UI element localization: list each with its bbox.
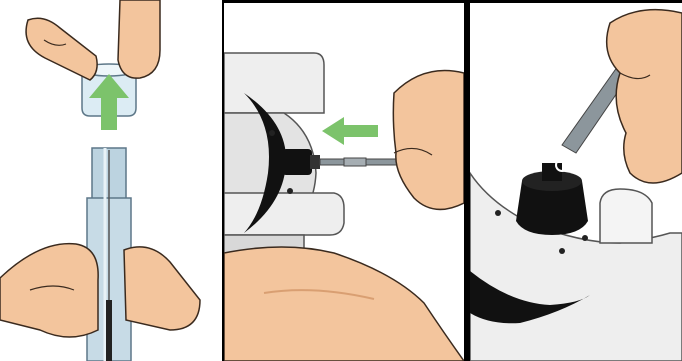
panel-2-illustration — [224, 3, 464, 361]
panel-3-illustration — [470, 3, 682, 361]
right-hand — [607, 10, 682, 183]
swab-tip — [106, 300, 112, 361]
left-hand — [224, 247, 464, 361]
instruction-panel-3 — [470, 3, 682, 361]
arrow-left-icon — [322, 117, 378, 145]
panel-1-illustration — [0, 0, 222, 361]
device-port — [516, 159, 588, 235]
stylet — [320, 158, 400, 166]
instruction-panel-1 — [0, 0, 222, 361]
upper-hand — [26, 0, 160, 80]
right-hand — [393, 71, 464, 210]
instruction-panel-2 — [224, 3, 464, 361]
